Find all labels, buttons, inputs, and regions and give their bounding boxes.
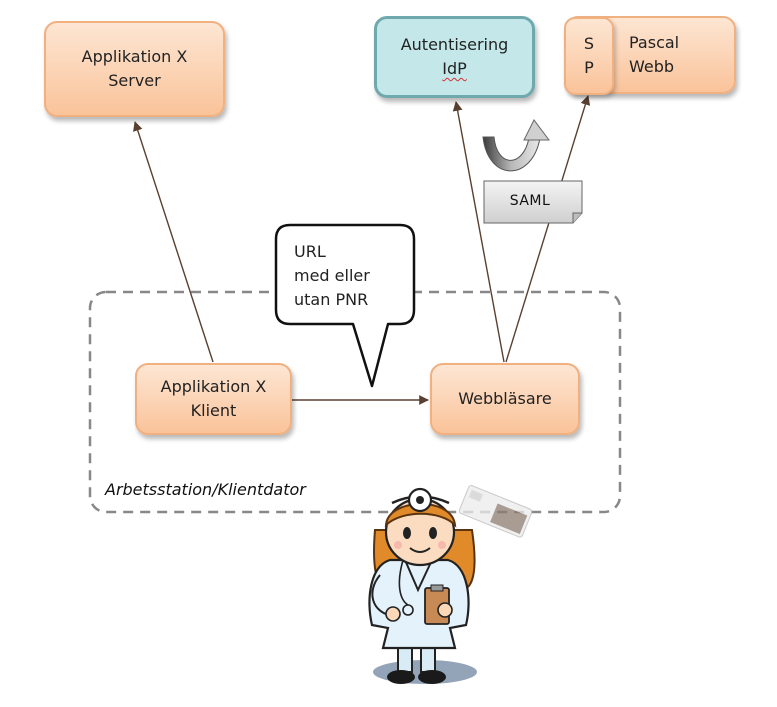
- saml-label: SAML: [509, 193, 551, 209]
- idp-label-line1: Autentisering: [400, 35, 509, 54]
- id-card-icon: [458, 485, 533, 538]
- server-label-line2: Server: [108, 71, 161, 90]
- redirect-arrow-icon: [482, 119, 550, 172]
- workstation-label: Arbetsstation/Klientdator: [105, 480, 306, 499]
- client-label-line1: Applikation X: [160, 377, 267, 396]
- server-node: Applikation X Server: [44, 21, 225, 117]
- callout-line3: utan PNR: [294, 290, 369, 309]
- saml-document-icon: [483, 180, 583, 224]
- pascal-webb-node: S P Pascal Webb: [564, 16, 736, 95]
- idp-label-line2: IdP: [442, 59, 467, 78]
- callout-text: URL med eller utan PNR: [294, 240, 404, 312]
- callout-line1: URL: [294, 242, 326, 261]
- sp-badge: S P: [564, 17, 614, 95]
- sp-letter-p: P: [584, 58, 594, 77]
- callout-line2: med eller: [294, 266, 370, 285]
- arrow-client-to-server: [133, 121, 214, 363]
- callout-bubble: [274, 223, 416, 388]
- idp-node: Autentisering IdP: [374, 16, 535, 98]
- pascal-label-line1: Pascal: [629, 33, 680, 52]
- client-node: Applikation X Klient: [135, 363, 292, 435]
- workstation-region: [88, 290, 622, 514]
- arrow-browser-to-sp: [505, 95, 591, 363]
- browser-label: Webbläsare: [458, 389, 552, 408]
- server-label-line1: Applikation X: [81, 47, 188, 66]
- arrow-browser-to-idp: [452, 101, 505, 363]
- pascal-label-line2: Webb: [629, 57, 675, 76]
- doctor-figure-icon: [368, 487, 477, 684]
- client-label-line2: Klient: [190, 401, 237, 420]
- browser-node: Webbläsare: [430, 363, 580, 435]
- sp-letter-s: S: [583, 34, 595, 53]
